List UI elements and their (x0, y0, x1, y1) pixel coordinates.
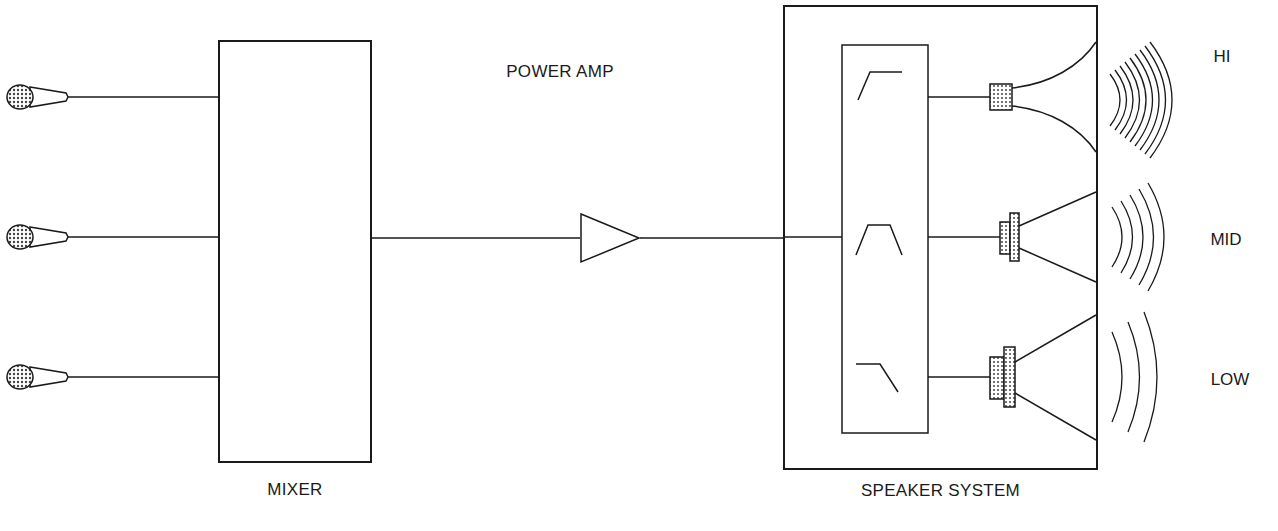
node-label: POWER AMP (506, 62, 614, 82)
signal-line (640, 237, 783, 239)
sound-wave (1121, 201, 1133, 273)
low-pass-symbol (856, 364, 898, 392)
sound-waves (1110, 42, 1172, 442)
mic-body (30, 227, 68, 247)
speaker-system-box: SPEAKER SYSTEM (783, 5, 1098, 470)
node-label: SPEAKER SYSTEM (858, 481, 1023, 501)
mic-cable (68, 96, 218, 98)
sound-wave (1130, 58, 1146, 142)
mic-head (7, 365, 33, 389)
microphones (7, 85, 218, 389)
sound-wave (1112, 332, 1122, 422)
sound-wave (1110, 74, 1120, 126)
crossover-box (842, 45, 928, 433)
mic-cable (68, 236, 218, 238)
power-amp: POWER AMP (485, 62, 635, 267)
sound-wave (1130, 195, 1143, 279)
sound-wave (1144, 312, 1157, 442)
low-wire (928, 376, 990, 378)
band-pass-symbol (856, 225, 902, 255)
mic-head (7, 225, 33, 249)
sound-wave (1125, 62, 1140, 138)
sound-wave (1140, 50, 1159, 150)
sound-wave (1150, 42, 1172, 158)
sound-wave (1135, 54, 1153, 146)
signal-line (372, 237, 580, 239)
sound-wave (1120, 66, 1133, 134)
mid-driver (1000, 192, 1096, 282)
mic-head (7, 85, 33, 109)
amplifier-outline (581, 214, 639, 262)
band-label: HI (1214, 47, 1231, 67)
sound-wave (1148, 183, 1164, 291)
low-driver (990, 315, 1096, 440)
mid-wire (928, 236, 1000, 238)
amplifier-triangle (580, 213, 640, 263)
mic-body (30, 367, 68, 387)
band-label: MID (1210, 230, 1241, 250)
mixer-box: MIXER (218, 40, 372, 463)
band-label: LOW (1211, 370, 1250, 390)
speaker-internals (785, 42, 1096, 440)
mic-cable (68, 376, 218, 378)
node-label: MIXER (264, 480, 325, 500)
sound-wave (1115, 70, 1127, 130)
hi-wire (928, 96, 990, 98)
high-pass-symbol (858, 72, 902, 100)
tweeter (990, 42, 1096, 152)
sound-wave (1139, 189, 1154, 285)
sound-wave (1128, 322, 1140, 432)
mic-body (30, 87, 68, 107)
input-wire (785, 236, 842, 238)
sound-wave (1112, 207, 1122, 267)
